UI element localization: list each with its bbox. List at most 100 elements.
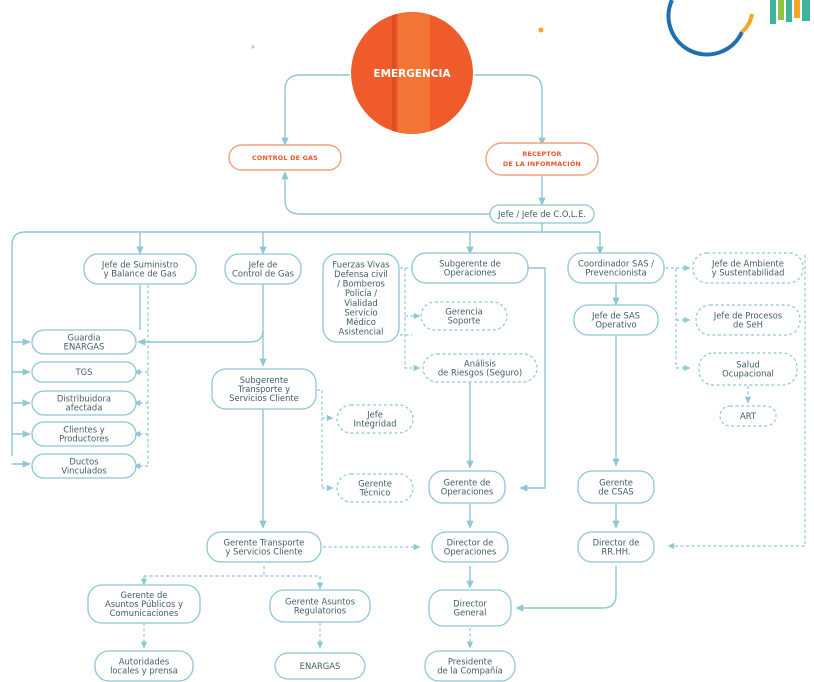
node-label-line: Transporte y [237, 384, 290, 394]
node-label-line: Regulatorios [294, 606, 346, 616]
node-box [336, 404, 414, 434]
node-label-line: Servicios Cliente [229, 393, 299, 403]
control-gas-node: CONTROL DE GAS [228, 144, 342, 171]
node-box [422, 353, 538, 383]
node-label-line: Asistencial [339, 327, 384, 337]
decoration-dot [538, 27, 544, 33]
node-box [224, 253, 302, 285]
node-label-line: Jefe de Suministro [101, 259, 178, 269]
node-label-line: Operaciones [444, 268, 497, 278]
node-box [211, 368, 317, 410]
node-box [322, 253, 400, 343]
node-label-line: Director de [447, 537, 494, 547]
node-label-line: Gerente de [121, 590, 168, 600]
node-box [411, 252, 529, 284]
node-label-line: Gerente de [444, 477, 491, 487]
node-label-line: Jefe [366, 409, 383, 419]
node-label-line: Control de Gas [232, 269, 294, 279]
node-label-line: Coordinador SAS / [578, 258, 654, 268]
node-label-line: Gerencia [445, 306, 482, 316]
node-label-line: RR.HH. [601, 547, 630, 557]
receptor-label-line: RECEPTOR [522, 150, 561, 158]
node-label-line: Integridad [353, 419, 396, 429]
node-label-line: Jefe / Jefe de C.O.L.E. [497, 209, 586, 219]
node-box [274, 652, 366, 680]
node-label-line: Gerente Asuntos [285, 596, 355, 606]
node-box [31, 421, 137, 447]
node-label-line: locales y prensa [110, 666, 178, 676]
node-label-line: Subgerente [240, 375, 289, 385]
node-box [83, 253, 197, 285]
node-label-line: Jefe de [248, 259, 278, 269]
node-label-line: Guardia [67, 332, 100, 342]
node-label-line: Soporte [448, 316, 481, 326]
node-label-line: Vialidad [344, 298, 377, 308]
decoration-dot [251, 45, 255, 49]
brand-logo-decoration [666, 0, 810, 57]
node-label-line: Gerente [358, 478, 392, 488]
node-label-line: Autoridades [119, 656, 170, 666]
node-tgs: TGS [31, 361, 137, 383]
node-label-line: TGS [75, 367, 93, 377]
node-label-line: Policía / [345, 288, 377, 298]
control-gas-label: CONTROL DE GAS [252, 154, 318, 162]
node-art: ART [719, 405, 777, 427]
node-box [567, 252, 665, 284]
node-label-line: Director de [593, 537, 640, 547]
node-label-line: Jefe de SAS [591, 310, 640, 320]
node-label-line: Operaciones [441, 487, 494, 497]
node-label-line: y Balance de Gas [104, 269, 177, 279]
node-label-line: Ocupacional [722, 369, 774, 379]
node-label-line: de Riesgos (Seguro) [438, 368, 522, 378]
node-label-line: Comunicaciones [110, 608, 179, 618]
node-label-line: Jefe de Procesos [713, 310, 782, 320]
node-label-line: Presidente [448, 656, 492, 666]
node-box [428, 589, 512, 627]
node-label-line: de SeH [733, 320, 763, 330]
receptor-label-line: DE LA INFORMACIÓN [503, 159, 581, 168]
node-label-line: y Servicios Cliente [225, 547, 302, 557]
node-box [489, 204, 595, 224]
node-label-line: Director [453, 598, 487, 608]
node-label-line: Gerente Transporte [224, 537, 305, 547]
node-label-line: Operaciones [444, 547, 497, 557]
node-box [424, 650, 516, 682]
node-box [420, 301, 508, 331]
node-label-line: Defensa civil [334, 269, 388, 279]
node-box [698, 352, 798, 386]
node-box [719, 405, 777, 427]
node-box [269, 589, 371, 623]
node-box [692, 252, 804, 284]
node-label-line: Subgerente de [439, 258, 501, 268]
node-label-line: Productores [59, 434, 109, 444]
emergency-label: EMERGENCIA [373, 68, 451, 80]
node-enargas: ENARGAS [274, 652, 366, 680]
node-label-line: Asuntos Públicos y [105, 599, 183, 609]
org-nodes: Jefe / Jefe de C.O.L.E. Jefe de Suministr… [31, 204, 804, 682]
node-label-line: y Sustentabilidad [712, 268, 785, 278]
receptor-node: RECEPTOR DE LA INFORMACIÓN [485, 142, 599, 176]
node-label-line: ENARGAS [300, 661, 341, 671]
node-box [573, 304, 659, 336]
node-label-line: afectada [66, 403, 103, 413]
node-label-line: de la Compañía [437, 666, 503, 676]
node-label-line: Vinculados [61, 466, 106, 476]
node-box [31, 453, 137, 479]
